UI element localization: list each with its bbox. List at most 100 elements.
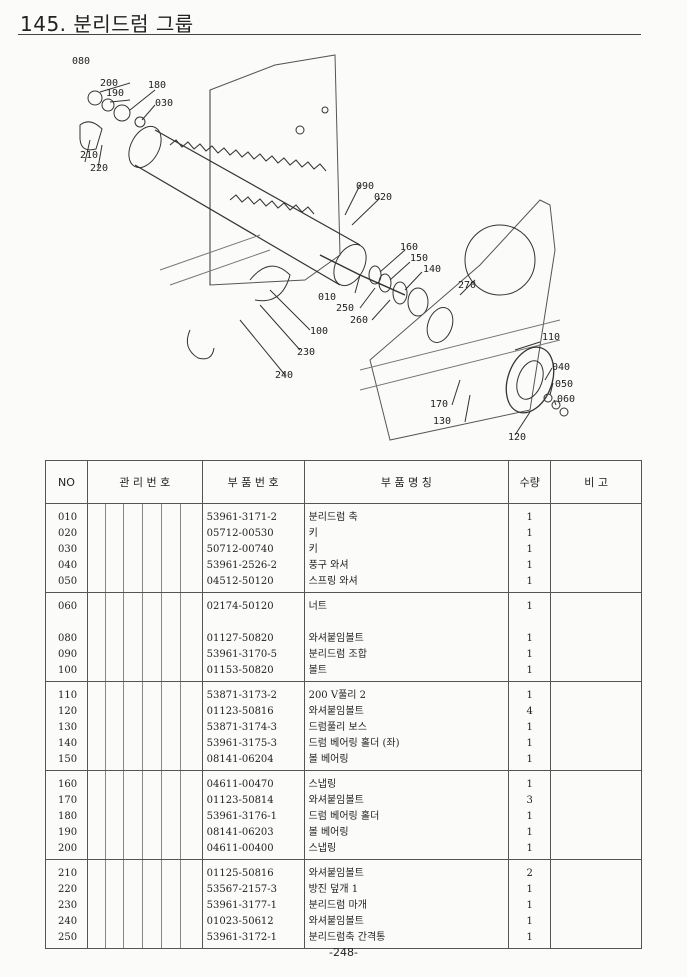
table-cell-line: 53961-3171-2	[206, 512, 278, 523]
table-cell-line: 2	[526, 868, 533, 879]
callout-label: 050	[555, 379, 573, 390]
table-cell-line: 1	[526, 884, 533, 895]
table-cell-line: 1	[526, 690, 533, 701]
table-cell-line: 01125-50816	[206, 868, 274, 879]
header-remark: 비 고	[550, 460, 642, 504]
callout-label: 110	[542, 332, 560, 343]
table-cell-line: 50712-00740	[206, 544, 274, 555]
table-cell-line	[207, 615, 300, 631]
table-cell-line: 030	[58, 544, 78, 555]
table-cell-line: 키	[308, 528, 318, 539]
table-cell-line: 1	[526, 544, 533, 555]
table-cell-line: 040	[58, 560, 78, 571]
table-cell-line: 1	[526, 633, 533, 644]
table-cell-line: 050	[58, 576, 78, 587]
exploded-parts-diagram: 080 200 190 180 030 210 220 090 020 160 …	[60, 50, 620, 445]
header-part-name: 부 품 명 칭	[303, 460, 510, 504]
table-cell-line: 4	[526, 706, 533, 717]
table-cell-line: 볼 베어링	[308, 827, 349, 838]
table-cell-line: 200	[58, 843, 78, 854]
table-cell-line: 190	[58, 827, 78, 838]
table-cell-line: 05712-00530	[206, 528, 274, 539]
callout-label: 160	[400, 242, 418, 253]
mgmt-cell	[86, 592, 203, 682]
table-cell-line	[513, 615, 546, 631]
callout-label: 140	[423, 264, 441, 275]
table-cell-line: 1	[526, 512, 533, 523]
callout-label: 060	[557, 394, 575, 405]
table-cell-line: 1	[526, 843, 533, 854]
table-cell-line: 180	[58, 811, 78, 822]
table-cell-line: 1	[526, 601, 533, 612]
callout-label: 190	[106, 88, 124, 99]
table-cell-line: 1	[526, 665, 533, 676]
table-cell-line: 250	[58, 932, 78, 943]
table-cell-line: 04512-50120	[206, 576, 274, 587]
callout-label: 220	[90, 163, 108, 174]
remark-cell	[550, 859, 642, 949]
table-cell-line: 1	[526, 900, 533, 911]
table-cell-line: 1	[526, 932, 533, 943]
table-cell-line: 160	[58, 779, 78, 790]
mgmt-cell	[86, 859, 203, 949]
table-cell-line: 53961-3176-1	[206, 811, 278, 822]
table-cell-line: 스냅링	[308, 843, 337, 854]
remark-cell	[550, 770, 642, 860]
table-cell-line: 53961-2526-2	[206, 560, 278, 571]
table-cell-line	[309, 615, 505, 631]
table-cell-line: 와셔붙임볼트	[308, 868, 364, 879]
table-cell-line: 분리드럼 조합	[308, 649, 367, 660]
mgmt-cell	[86, 503, 203, 593]
callout-label: 040	[552, 362, 570, 373]
callout-label: 180	[148, 80, 166, 91]
table-cell-line: 060	[58, 601, 78, 612]
header-qty: 수량	[508, 460, 552, 504]
table-cell-line: 1	[526, 811, 533, 822]
callout-label: 020	[374, 192, 392, 203]
table-cell-line: 01123-50814	[206, 795, 274, 806]
table-cell-line: 04611-00470	[206, 779, 274, 790]
table-cell-line: 53871-3174-3	[206, 722, 278, 733]
table-cell-line: 풍구 와셔	[308, 560, 349, 571]
table-cell-line: 010	[58, 512, 78, 523]
table-cell-line: 1	[526, 528, 533, 539]
table-cell-line: 130	[58, 722, 78, 733]
callout-label: 010	[318, 292, 336, 303]
table-cell-line: 140	[58, 738, 78, 749]
table-cell-line: 1	[526, 722, 533, 733]
table-cell-line: 볼 베어링	[308, 754, 349, 765]
table-cell-line: 키	[308, 544, 318, 555]
table-cell-line: 와셔붙임볼트	[308, 706, 364, 717]
page-number: -248-	[329, 946, 358, 959]
table-cell-line: 1	[526, 560, 533, 571]
table-cell-line: 02174-50120	[206, 601, 274, 612]
table-cell-line: 210	[58, 868, 78, 879]
table-cell-line: 230	[58, 900, 78, 911]
callout-label: 080	[72, 56, 90, 67]
remark-cell	[550, 503, 642, 593]
table-cell-line: 와셔붙임볼트	[308, 795, 364, 806]
page-title: 145. 분리드럼 그룹	[20, 12, 194, 36]
callout-label: 240	[275, 370, 293, 381]
table-cell-line: 01123-50816	[206, 706, 274, 717]
header-part-no: 부 품 번 호	[201, 460, 305, 504]
callout-label: 090	[356, 181, 374, 192]
table-cell-line: 53961-3172-1	[206, 932, 278, 943]
